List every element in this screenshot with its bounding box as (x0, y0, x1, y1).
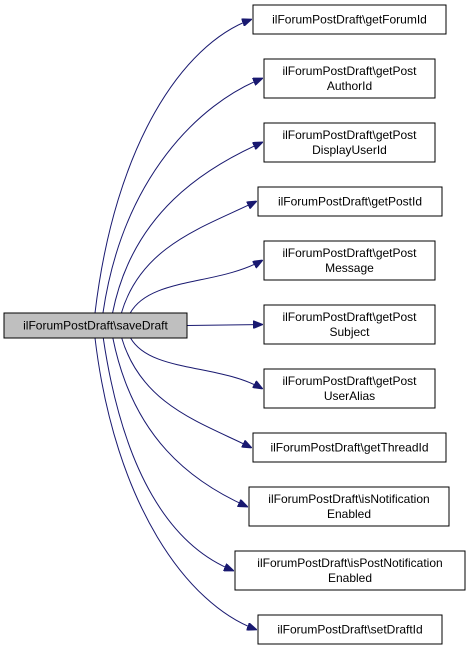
target-node-ispostnotification-enabled[interactable] (234, 550, 466, 591)
edge-to-getpost-displayuserid (112, 143, 262, 314)
target-node-label: ilForumPostDraft\getPostId (278, 195, 422, 209)
edge-to-getforumid (94, 20, 251, 314)
source-node-savedraft[interactable] (3, 312, 188, 339)
target-node-isnotification-enabled[interactable] (248, 486, 450, 527)
edge-to-getpost-subject (186, 325, 262, 326)
target-node-getpost-useralias[interactable] (263, 368, 436, 409)
target-node-getpost-displayuserid[interactable] (263, 122, 436, 163)
target-node-label: UserAlias (324, 389, 375, 403)
target-node-getpostid[interactable] (257, 186, 443, 217)
target-node-label: Subject (329, 325, 370, 339)
target-node-label: ilForumPostDraft\isNotification (268, 492, 429, 506)
target-node-label: ilForumPostDraft\isPostNotification (257, 556, 442, 570)
target-node-label: Enabled (327, 507, 371, 521)
target-node-label: ilForumPostDraft\setDraftId (277, 623, 422, 637)
target-node-label: ilForumPostDraft\getPost (282, 310, 417, 324)
edge-to-getpostid (120, 202, 256, 314)
target-node-label: ilForumPostDraft\getPost (282, 374, 417, 388)
edge-to-getthreadid (121, 337, 251, 448)
edge-to-getpost-message (129, 261, 262, 314)
target-node-label: Enabled (328, 571, 372, 585)
edge-to-ispostnotification-enabled (102, 337, 233, 571)
target-node-getforumid[interactable] (252, 4, 447, 35)
target-node-label: AuthorId (327, 79, 372, 93)
target-node-getpost-message[interactable] (263, 240, 436, 281)
edge-to-getpost-authorid (102, 79, 262, 314)
target-node-label: Message (325, 261, 374, 275)
target-node-label: DisplayUserId (312, 143, 387, 157)
target-node-setdraftid[interactable] (257, 614, 443, 645)
target-node-label: ilForumPostDraft\getPost (282, 128, 417, 142)
target-node-label: ilForumPostDraft\getThreadId (270, 441, 428, 455)
target-node-label: ilForumPostDraft\getPost (282, 64, 417, 78)
target-node-label: ilForumPostDraft\getForumId (272, 13, 427, 27)
target-node-label: ilForumPostDraft\getPost (282, 246, 417, 260)
target-node-getpost-authorid[interactable] (263, 58, 436, 99)
call-edges (94, 20, 262, 630)
target-node-getthreadid[interactable] (252, 432, 447, 463)
call-nodes: ilForumPostDraft\saveDraft ilForumPostDra… (3, 4, 466, 645)
target-node-getpost-subject[interactable] (263, 304, 436, 345)
edge-to-setdraftid (94, 337, 256, 630)
edge-to-isnotification-enabled (112, 337, 247, 507)
source-node-label: ilForumPostDraft\saveDraft (23, 319, 168, 333)
edge-to-getpost-useralias (130, 337, 262, 389)
